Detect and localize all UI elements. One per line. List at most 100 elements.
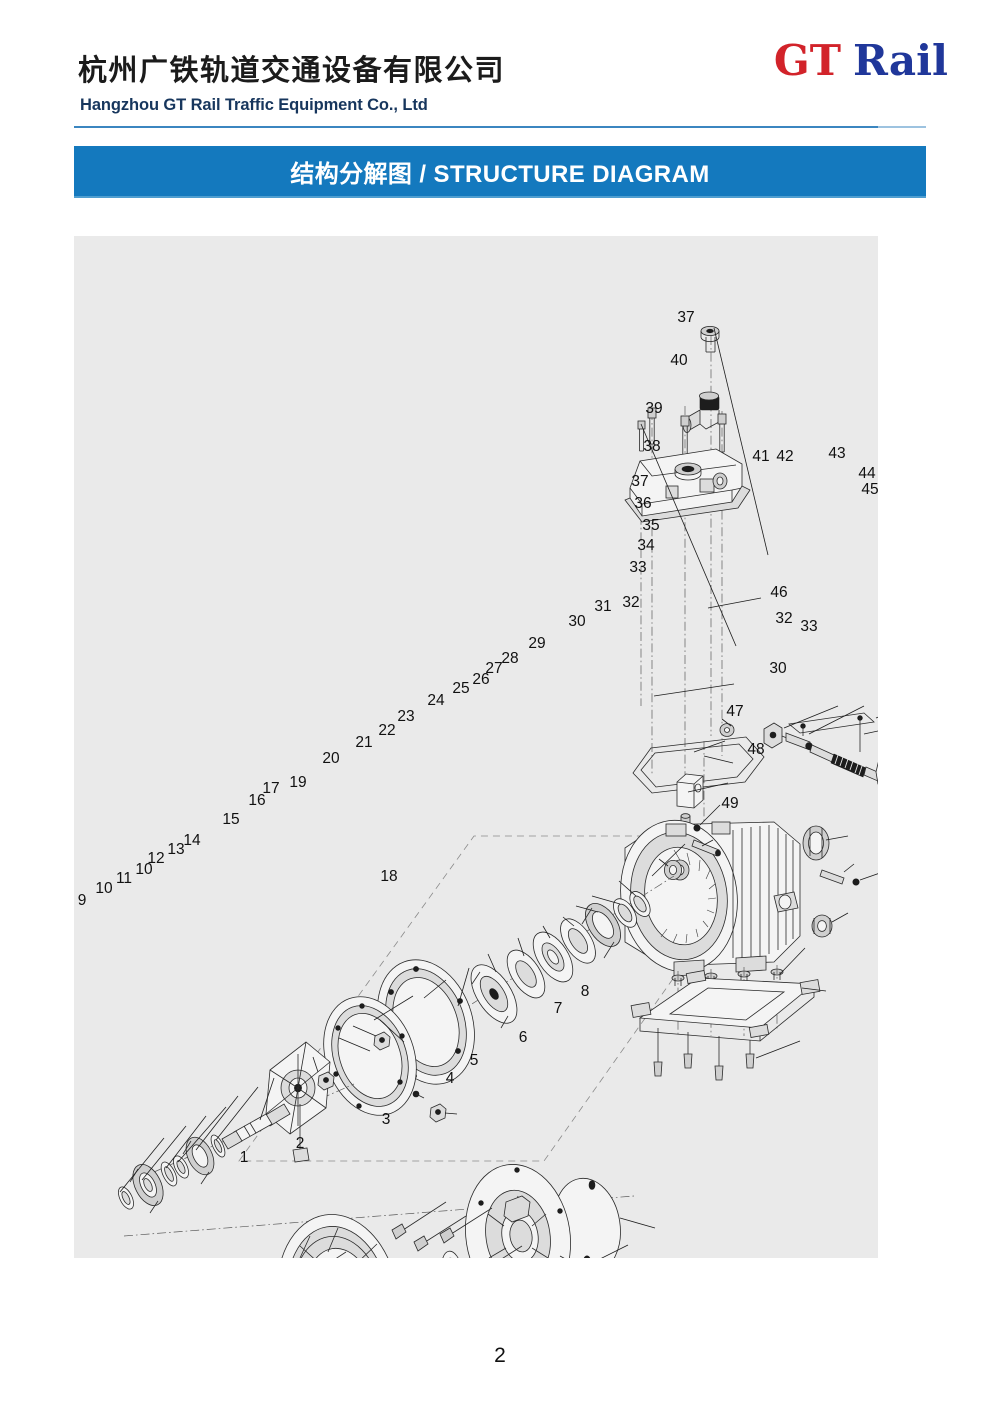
callout-number-2-1: 2 [296,1135,305,1152]
gear-shaft-stack [373,875,675,1067]
lever-linkage-assembly [763,712,878,785]
gearbox-top-assembly [624,326,878,836]
part-25-gear [532,931,574,983]
part-14-shaft [221,1103,291,1150]
part-20-housing-ring [323,996,417,1116]
part-34-sensor-block [676,773,704,809]
shaft-spider-assembly [118,1031,447,1214]
callout-number-38-38: 38 [643,438,660,455]
callout-number-9-8: 9 [78,892,87,909]
part-18-block [412,1090,447,1123]
part-10-bearing [129,1164,164,1214]
callout-number-42-43: 42 [776,448,793,465]
logo-text-rail: Rail [853,36,948,85]
header-divider [74,126,878,128]
part-40-elbow-fitting [682,391,720,433]
leader-lines [119,327,878,1258]
callout-numbers: 1234567891011101213141516171819202122232… [78,309,878,1166]
callout-number-28-28: 28 [501,650,518,667]
motor-housing-assembly [620,819,860,1036]
part-27-bearing [581,903,621,959]
callout-number-14-14: 14 [183,832,201,849]
exploded-assembly-drawing: 1234567891011101213141516171819202122232… [78,309,878,1258]
callout-number-19-19: 19 [289,774,306,791]
callout-number-46-47: 46 [770,584,787,601]
part-46-seal-ring [802,825,830,861]
callout-number-3-2: 3 [382,1111,391,1128]
part-11-washer [160,1161,178,1187]
part-38-gearbox-cover [624,448,751,523]
callout-number-13-13: 13 [167,841,184,858]
callout-number-29-29: 29 [528,635,545,652]
part-7-plug [583,1255,591,1258]
callout-number-22-22: 22 [378,722,395,739]
part-49-bolts [653,1028,755,1081]
part-24-gear [506,949,546,999]
callout-number-33-49: 33 [800,618,817,635]
part-30-bearing-left [664,859,690,881]
callout-number-43-44: 43 [828,445,845,462]
part-32-dowel-left [691,839,721,857]
section-title-banner: 结构分解图 / STRUCTURE DIAGRAM [74,146,926,196]
part-6-hub-flange [465,1164,571,1258]
callout-number-35-35: 35 [642,517,659,534]
header-divider-accent [878,126,926,128]
callout-number-25-25: 25 [452,680,469,697]
callout-number-6-5: 6 [519,1029,528,1046]
callout-number-10-9: 10 [95,880,113,897]
callout-number-36-36: 36 [634,495,651,512]
part-3-wheel-drum [276,1214,400,1258]
part-4-bolts [391,1201,523,1258]
callout-number-39-39: 39 [645,400,662,417]
document-header: 杭州广铁轨道交通设备有限公司 Hangzhou GT Rail Traffic … [0,0,1000,130]
part-36-gasket [632,736,765,794]
part-37-washer-left [719,723,735,737]
part-29-ring [629,891,651,917]
part-9-seal [118,1186,134,1210]
callout-number-10-11: 10 [135,861,153,878]
callout-number-32-32: 32 [622,594,639,611]
part-15-block [317,1071,335,1091]
part-2-bolts [336,1251,347,1258]
callout-number-34-34: 34 [637,537,655,554]
page-number: 2 [494,1344,506,1367]
callout-number-30-30: 30 [568,613,586,630]
part-48-base-frame [630,970,821,1081]
part-17-block [373,1031,391,1051]
callout-number-18-18: 18 [380,868,397,885]
company-name-english: Hangzhou GT Rail Traffic Equipment Co., … [80,96,428,114]
callout-number-1-0: 1 [240,1149,249,1166]
housing-rings [323,959,475,1116]
callout-number-5-4: 5 [470,1052,479,1069]
callout-number-37-41: 37 [677,309,694,326]
callout-number-45-46: 45 [861,481,878,498]
callout-number-41-42: 41 [752,448,769,465]
part-5-snap-ring [441,1250,463,1258]
callout-number-11-10: 11 [116,870,132,887]
part-23-large-gear [470,964,518,1029]
logo-text-gt: GT [773,36,841,85]
part-33-plug-left [693,824,701,832]
part-30-bearing-right [811,914,833,938]
part-28-spacer [613,898,637,928]
callout-number-21-21: 21 [355,734,372,751]
callout-number-26-26: 26 [472,671,489,688]
part-32-dowel-right [819,869,845,885]
callout-number-33-33: 33 [629,559,646,576]
callout-number-40-40: 40 [670,352,688,369]
company-name-chinese: 杭州广铁轨道交通设备有限公司 [78,53,506,87]
callout-number-16-16: 16 [248,792,265,809]
callout-number-30-50: 30 [769,660,787,677]
callout-number-24-24: 24 [427,692,445,709]
callout-number-15-15: 15 [222,811,239,828]
callout-number-31-31: 31 [594,598,611,615]
part-12-bearing [182,1136,215,1185]
callout-number-37-37: 37 [631,473,648,490]
callout-number-32-48: 32 [775,610,792,627]
part-10-spacer-a [173,1155,189,1179]
callout-number-7-6: 7 [554,1000,563,1017]
callout-number-48-52: 48 [747,741,764,758]
